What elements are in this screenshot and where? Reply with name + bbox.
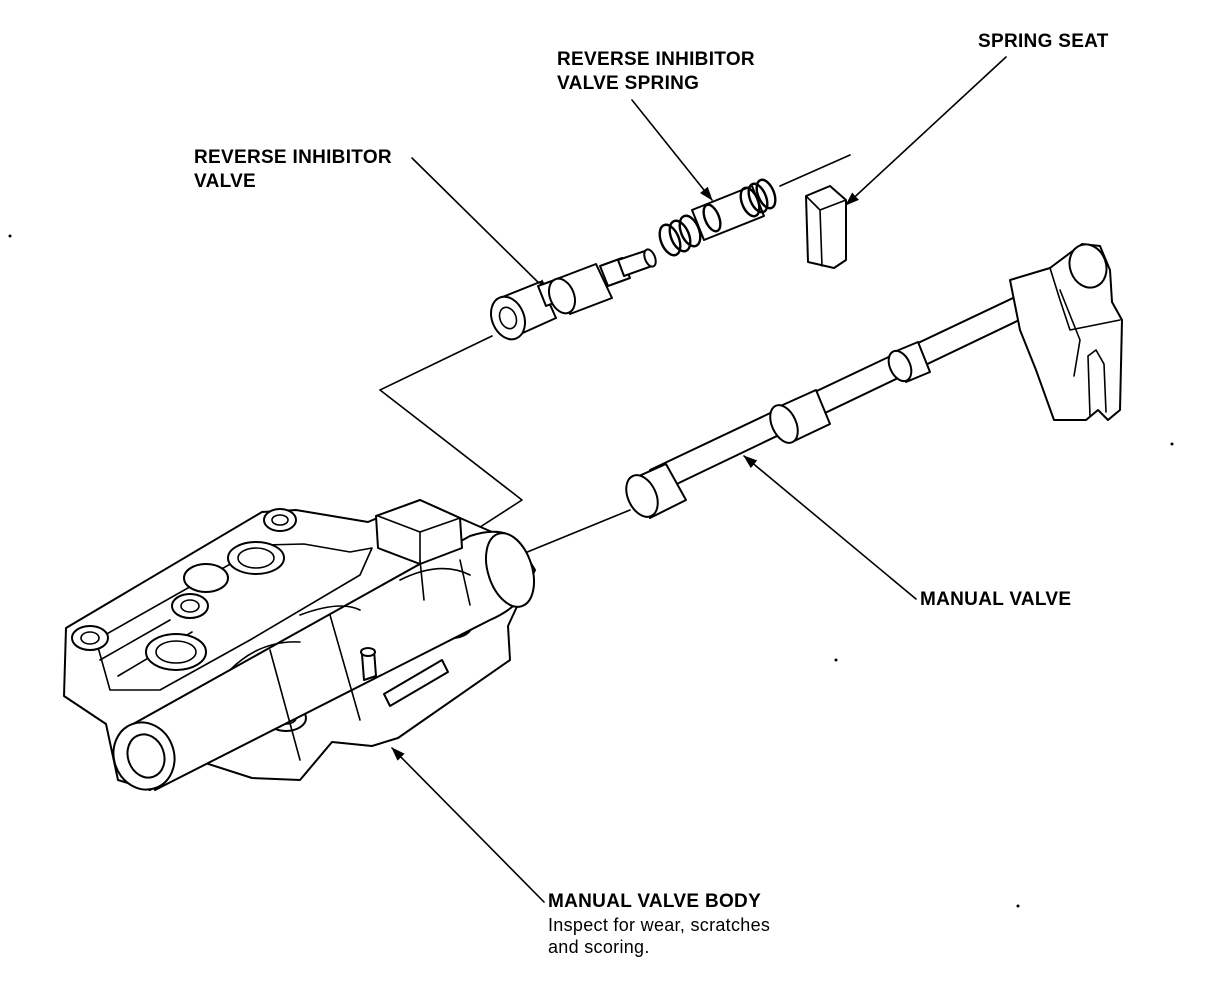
label-line: MANUAL VALVE — [920, 589, 1072, 610]
leader-spring-seat — [845, 56, 1007, 206]
leader-lines — [391, 56, 1007, 903]
label-manual-valve-body: MANUAL VALVE BODY Inspect for wear, scra… — [548, 890, 770, 958]
inspection-note-line: and scoring. — [548, 937, 650, 957]
manual-valve-body — [63, 499, 536, 791]
reverse-inhibitor-valve — [490, 248, 657, 341]
leader-manual-valve — [743, 455, 917, 600]
leader-manual-valve-body — [391, 747, 545, 903]
label-line: SPRING SEAT — [978, 31, 1109, 52]
label-line: VALVE — [194, 171, 257, 192]
scan-specks — [8, 234, 1174, 908]
label-manual-valve: MANUAL VALVE — [920, 588, 1071, 612]
label-line: VALVE SPRING — [557, 73, 700, 94]
label-line: REVERSE INHIBITOR — [557, 49, 755, 70]
label-reverse-inhibitor-valve: REVERSE INHIBITOR VALVE — [194, 146, 392, 194]
manual-valve — [625, 243, 1123, 519]
leader-reverse-inhibitor-valve — [411, 157, 549, 293]
label-spring-seat: SPRING SEAT — [978, 30, 1109, 54]
label-line: REVERSE INHIBITOR — [194, 147, 392, 168]
alignment-lines — [379, 154, 851, 556]
label-line: MANUAL VALVE BODY — [548, 891, 762, 912]
leader-valve-spring — [631, 99, 713, 201]
reverse-inhibitor-valve-spring — [658, 178, 777, 257]
spring-seat — [805, 185, 847, 269]
inspection-note-line: Inspect for wear, scratches — [548, 915, 771, 935]
label-reverse-inhibitor-valve-spring: REVERSE INHIBITOR VALVE SPRING — [557, 48, 755, 96]
